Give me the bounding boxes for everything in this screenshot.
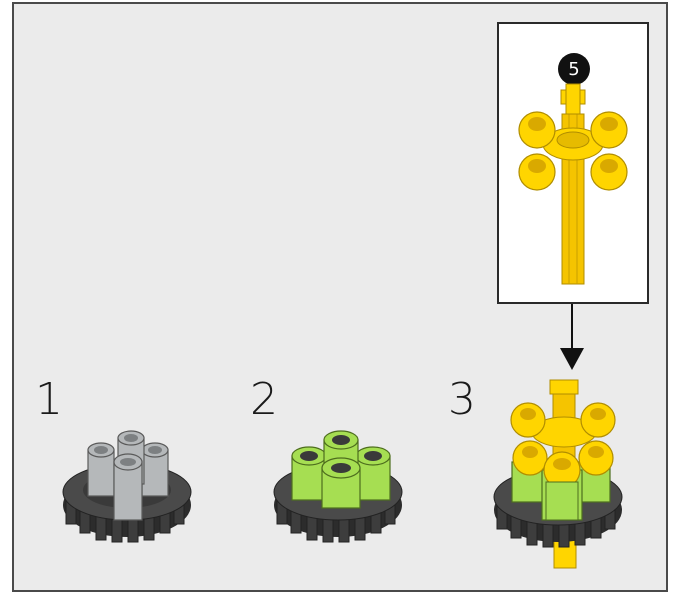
- step-number-1: 1: [35, 374, 63, 425]
- parts-callout: 5: [497, 22, 649, 304]
- step-number-2: 2: [250, 374, 278, 425]
- yellow-axle-connector-icon: [518, 83, 628, 285]
- quantity-badge: 5: [558, 53, 590, 85]
- step-number-3: 3: [448, 374, 476, 425]
